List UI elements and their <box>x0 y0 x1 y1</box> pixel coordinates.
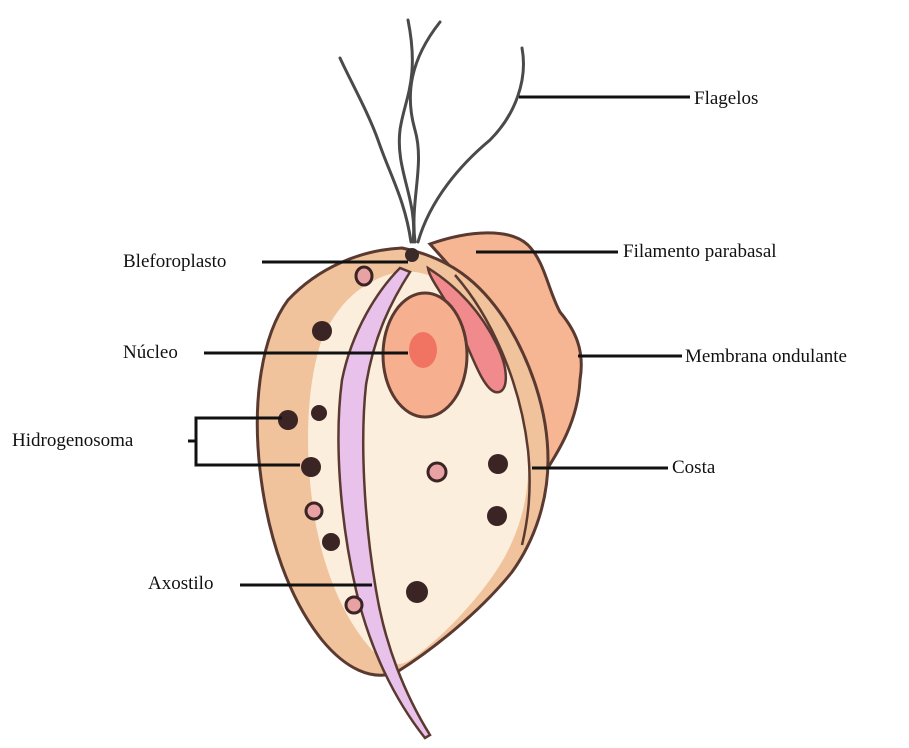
label-nucleo: Núcleo <box>123 343 178 362</box>
hydrogenosome <box>406 581 428 603</box>
vacuole <box>428 463 446 481</box>
hydrogenosome <box>487 506 507 526</box>
label-filamento-parabasal: Filamento parabasal <box>623 242 777 261</box>
nucleolus <box>409 332 437 368</box>
label-flagelos: Flagelos <box>694 89 758 108</box>
label-membrana-ondulante: Membrana ondulante <box>685 347 847 366</box>
hydrogenosome <box>322 533 340 551</box>
flagellum-4 <box>418 48 523 242</box>
label-costa: Costa <box>672 458 715 477</box>
flagellum-3 <box>410 22 440 242</box>
hydrogenosome <box>311 405 327 421</box>
label-bleforoplasto: Bleforoplasto <box>123 252 226 271</box>
label-hidrogenosoma: Hidrogenosoma <box>12 431 133 450</box>
flagellum-2 <box>399 20 413 242</box>
vacuole <box>306 503 322 519</box>
hydrogenosome <box>312 321 332 341</box>
vacuole <box>346 597 362 613</box>
hydrogenosome <box>488 454 508 474</box>
blepharoplast <box>405 248 419 262</box>
hydrogenosome <box>278 410 298 430</box>
label-axostilo: Axostilo <box>148 574 213 593</box>
vacuole <box>356 267 372 285</box>
hydrogenosome <box>301 457 321 477</box>
flagella <box>340 20 523 242</box>
